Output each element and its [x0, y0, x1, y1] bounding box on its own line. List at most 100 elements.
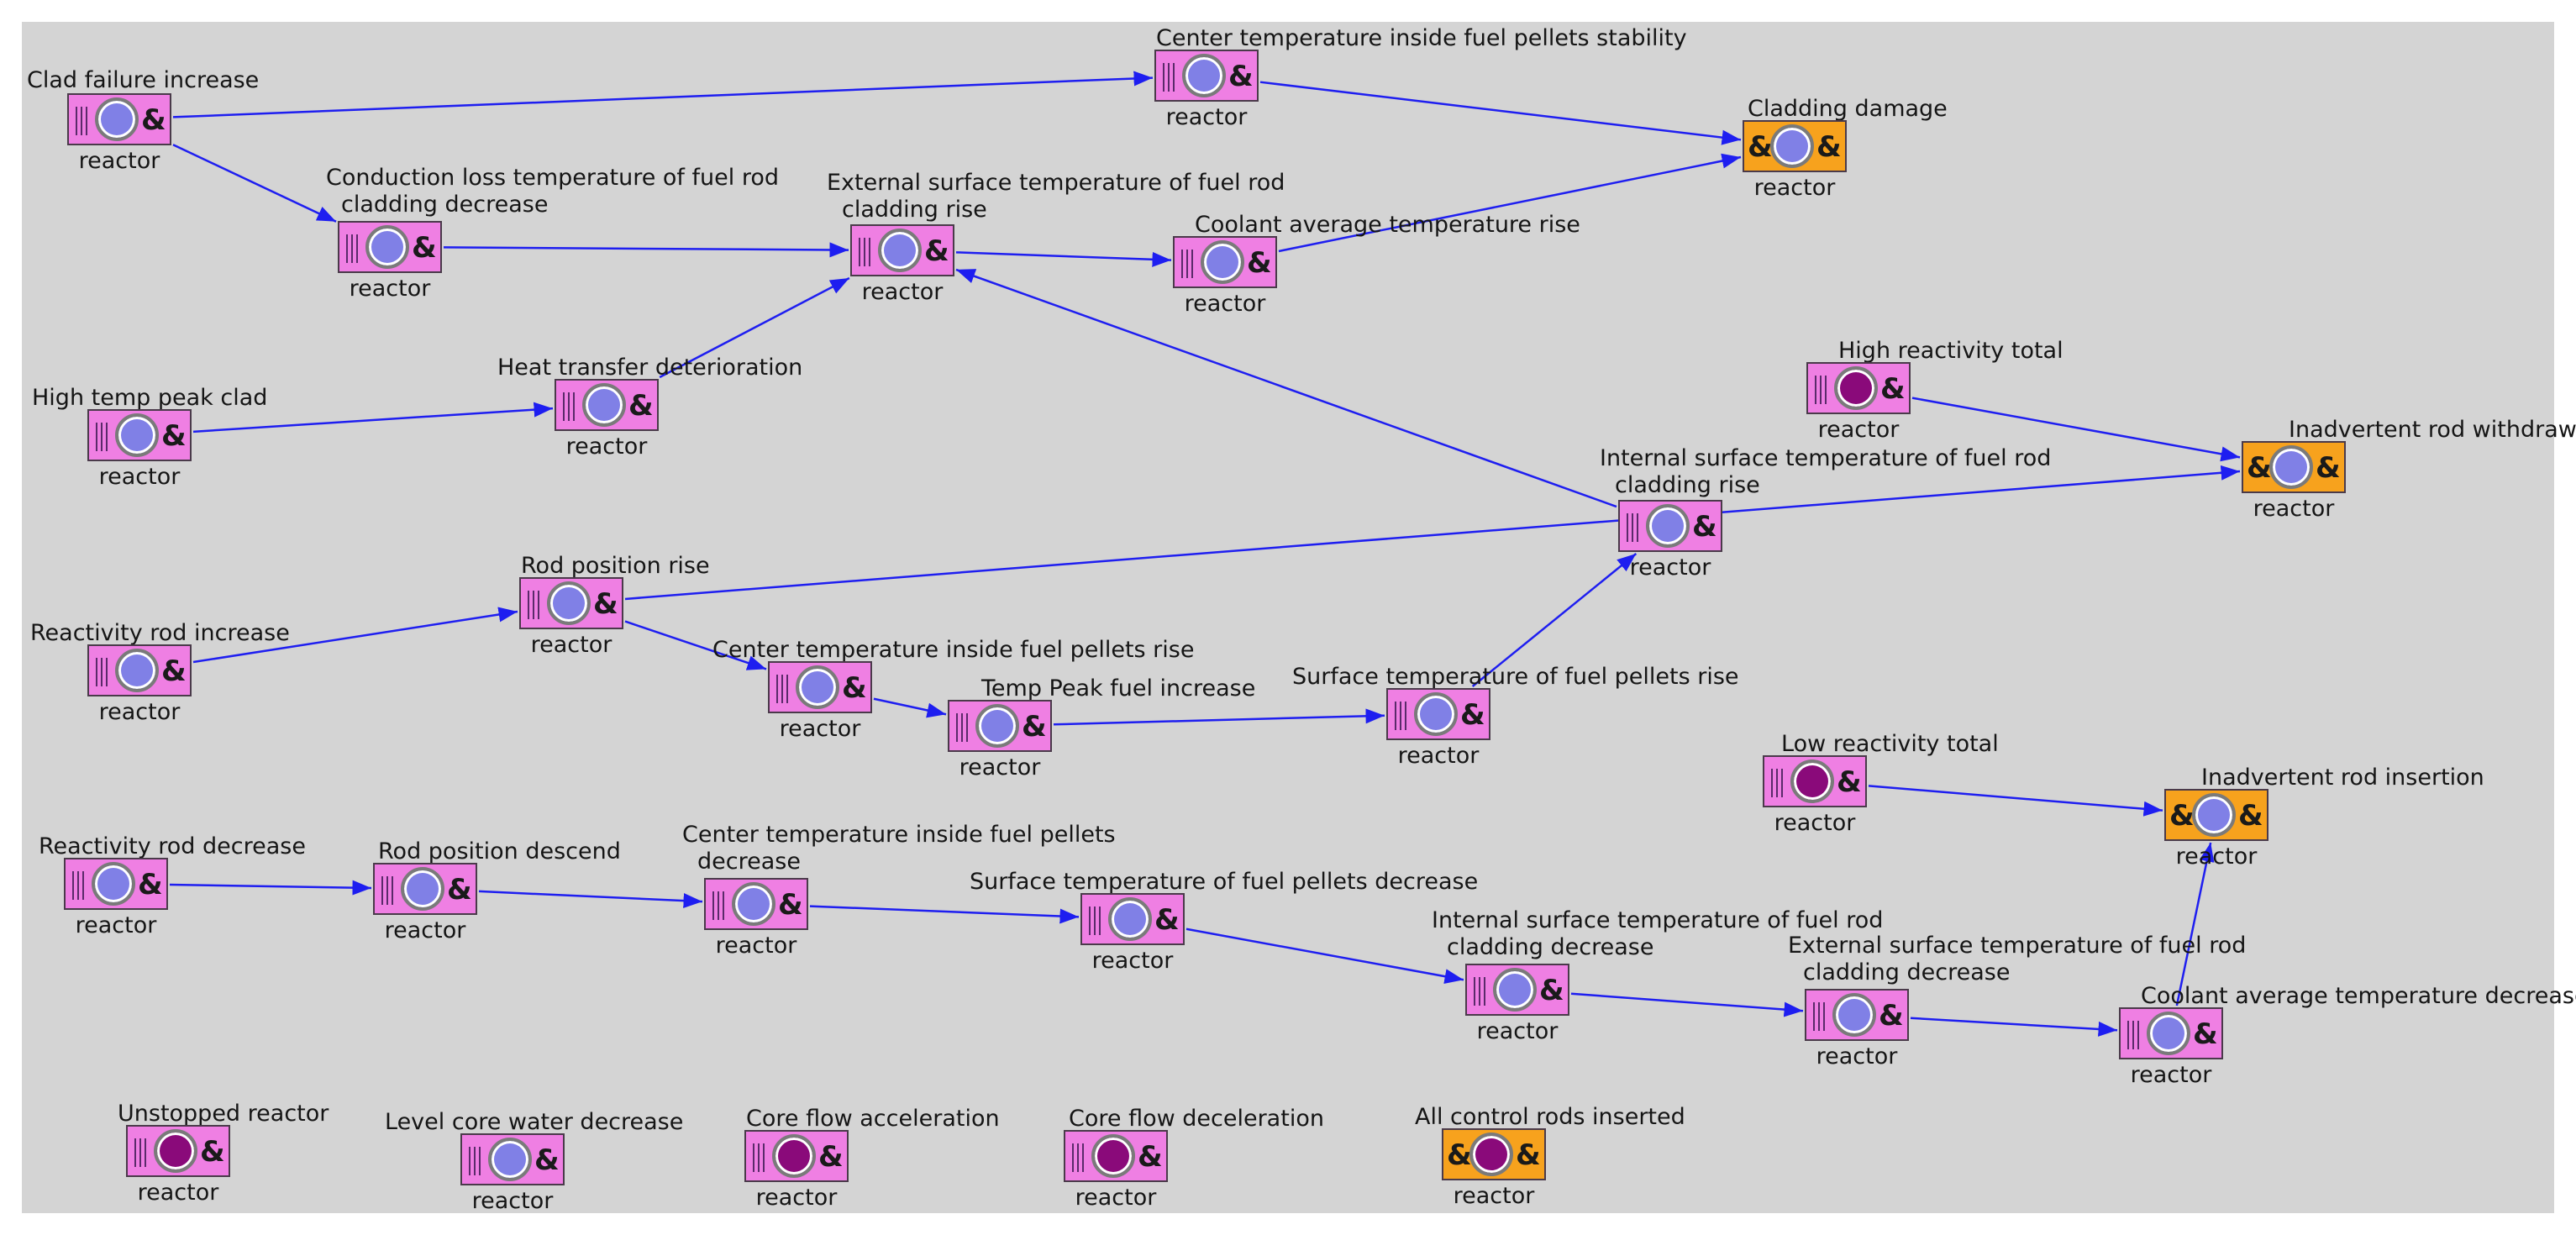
state-circle-icon — [115, 649, 159, 692]
node-box[interactable]: && — [1806, 362, 1911, 414]
and-gate-icon: & — [628, 389, 654, 423]
bars-icon — [859, 238, 874, 266]
node-title: Internal surface temperature of fuel rod… — [1432, 907, 1883, 961]
node-title-line: Surface temperature of fuel pellets decr… — [970, 869, 1479, 895]
node-box[interactable]: && — [87, 409, 192, 461]
node-box[interactable]: && — [768, 661, 872, 713]
edge-rod_position_rise-to-center_temp_rise — [624, 620, 767, 670]
bars-icon — [346, 234, 361, 263]
node-box[interactable]: && — [1064, 1130, 1168, 1182]
node-box[interactable]: && — [126, 1125, 230, 1177]
edge-int_surface_decrease-to-ext_surface_decrease — [1570, 992, 1804, 1017]
node-box[interactable]: && — [555, 379, 659, 431]
edge-int_surface_rise-to-ext_surface_rise — [955, 268, 1617, 508]
bars-icon — [134, 1138, 150, 1167]
and-gate-icon: & — [2316, 451, 2341, 485]
node-title-line: Low reactivity total — [1781, 731, 1999, 757]
node-box[interactable]: && — [338, 221, 442, 273]
state-circle-icon — [2147, 1012, 2190, 1055]
node-title-line: High reactivity total — [1838, 338, 2063, 364]
node-box[interactable]: && — [460, 1133, 565, 1185]
state-circle-icon — [1201, 240, 1244, 284]
node-box[interactable]: && — [1805, 989, 1909, 1041]
and-gate-icon: & — [1880, 372, 1906, 406]
bars-icon — [1395, 702, 1410, 730]
node-title-line: Reactivity rod decrease — [39, 833, 306, 859]
node-subtitle: reactor — [1165, 104, 1248, 130]
bars-icon — [1181, 250, 1196, 278]
node-box[interactable]: && — [1386, 688, 1490, 740]
and-gate-icon: & — [141, 103, 166, 137]
node-subtitle: reactor — [1091, 948, 1174, 974]
node-title-line: Cladding damage — [1748, 96, 1948, 122]
node-box[interactable]: && — [948, 700, 1052, 752]
bars-icon — [712, 891, 728, 920]
edge-coolant_rise-to-cladding_damage — [1278, 153, 1742, 253]
state-circle-icon — [975, 704, 1019, 748]
node-box[interactable]: && — [64, 858, 168, 910]
node-box[interactable]: && — [1763, 755, 1867, 807]
and-gate-icon: & — [1516, 1138, 1541, 1172]
node-box[interactable]: && — [373, 863, 477, 915]
node-title: Coolant average temperature decrease — [2141, 983, 2576, 1010]
node-box[interactable]: && — [67, 93, 171, 145]
node-box[interactable]: && — [1442, 1128, 1546, 1180]
node-box[interactable]: && — [850, 224, 954, 276]
node-box[interactable]: && — [1080, 893, 1185, 945]
node-box[interactable]: && — [1154, 50, 1259, 102]
node-box[interactable]: && — [744, 1130, 849, 1182]
edge-low_reactivity-to-inadvertent_insertion — [1868, 785, 2163, 817]
state-circle-icon — [547, 581, 591, 625]
node-title-line: Core flow deceleration — [1069, 1106, 1324, 1132]
bars-icon — [1771, 769, 1786, 797]
node-title-line: Temp Peak fuel increase — [981, 675, 1256, 702]
node-subtitle: reactor — [1816, 1043, 1898, 1069]
node-title: Temp Peak fuel increase — [981, 675, 1255, 702]
edge-coolant_decrease-to-inadvertent_insertion — [2175, 842, 2215, 1006]
node-subtitle: reactor — [98, 464, 181, 490]
and-gate-icon: & — [1460, 698, 1485, 732]
node-subtitle: reactor — [349, 276, 431, 302]
node-subtitle: reactor — [2130, 1062, 2212, 1088]
and-gate-icon: & — [2193, 1017, 2218, 1051]
node-title-line: cladding decrease — [341, 192, 549, 218]
node-box[interactable]: && — [519, 577, 623, 629]
node-title: Surface temperature of fuel pellets rise — [1292, 664, 1739, 691]
node-subtitle: reactor — [715, 933, 797, 959]
bars-icon — [72, 871, 87, 900]
state-circle-icon — [732, 882, 775, 926]
node-subtitle: reactor — [779, 716, 861, 742]
state-circle-icon — [365, 225, 409, 269]
node-box[interactable]: && — [1618, 500, 1722, 552]
node-title: Reactivity rod increase — [30, 620, 290, 647]
state-circle-icon — [582, 383, 626, 427]
node-box[interactable]: && — [1173, 236, 1277, 288]
node-subtitle: reactor — [2253, 496, 2335, 522]
node-box[interactable]: && — [704, 878, 808, 930]
node-box[interactable]: && — [2119, 1007, 2223, 1059]
node-title-line: High temp peak clad — [32, 385, 268, 411]
node-title: External surface temperature of fuel rod… — [1788, 933, 2246, 986]
state-circle-icon — [1646, 504, 1690, 548]
node-title: Center temperature inside fuel pellets s… — [1156, 25, 1687, 52]
and-gate-icon: & — [534, 1143, 560, 1177]
state-circle-icon — [95, 97, 139, 141]
bars-icon — [96, 658, 111, 686]
state-circle-icon — [1834, 366, 1878, 410]
state-circle-icon — [2192, 793, 2236, 837]
node-title: Core flow deceleration — [1069, 1106, 1324, 1133]
node-box[interactable]: && — [1465, 964, 1569, 1016]
bars-icon — [1813, 1002, 1828, 1031]
and-gate-icon: & — [842, 671, 867, 705]
node-box[interactable]: && — [87, 644, 192, 696]
node-box[interactable]: && — [2164, 789, 2268, 841]
edge-conduction_loss-to-ext_surface_rise — [443, 242, 849, 258]
and-gate-icon: & — [447, 873, 472, 907]
state-circle-icon — [772, 1134, 816, 1178]
node-box[interactable]: && — [1743, 120, 1847, 172]
node-box[interactable]: && — [2242, 441, 2346, 493]
bars-icon — [1072, 1143, 1087, 1172]
edge-clad_failure-to-conduction_loss — [172, 144, 337, 223]
bars-icon — [76, 107, 91, 135]
bars-icon — [956, 713, 971, 742]
